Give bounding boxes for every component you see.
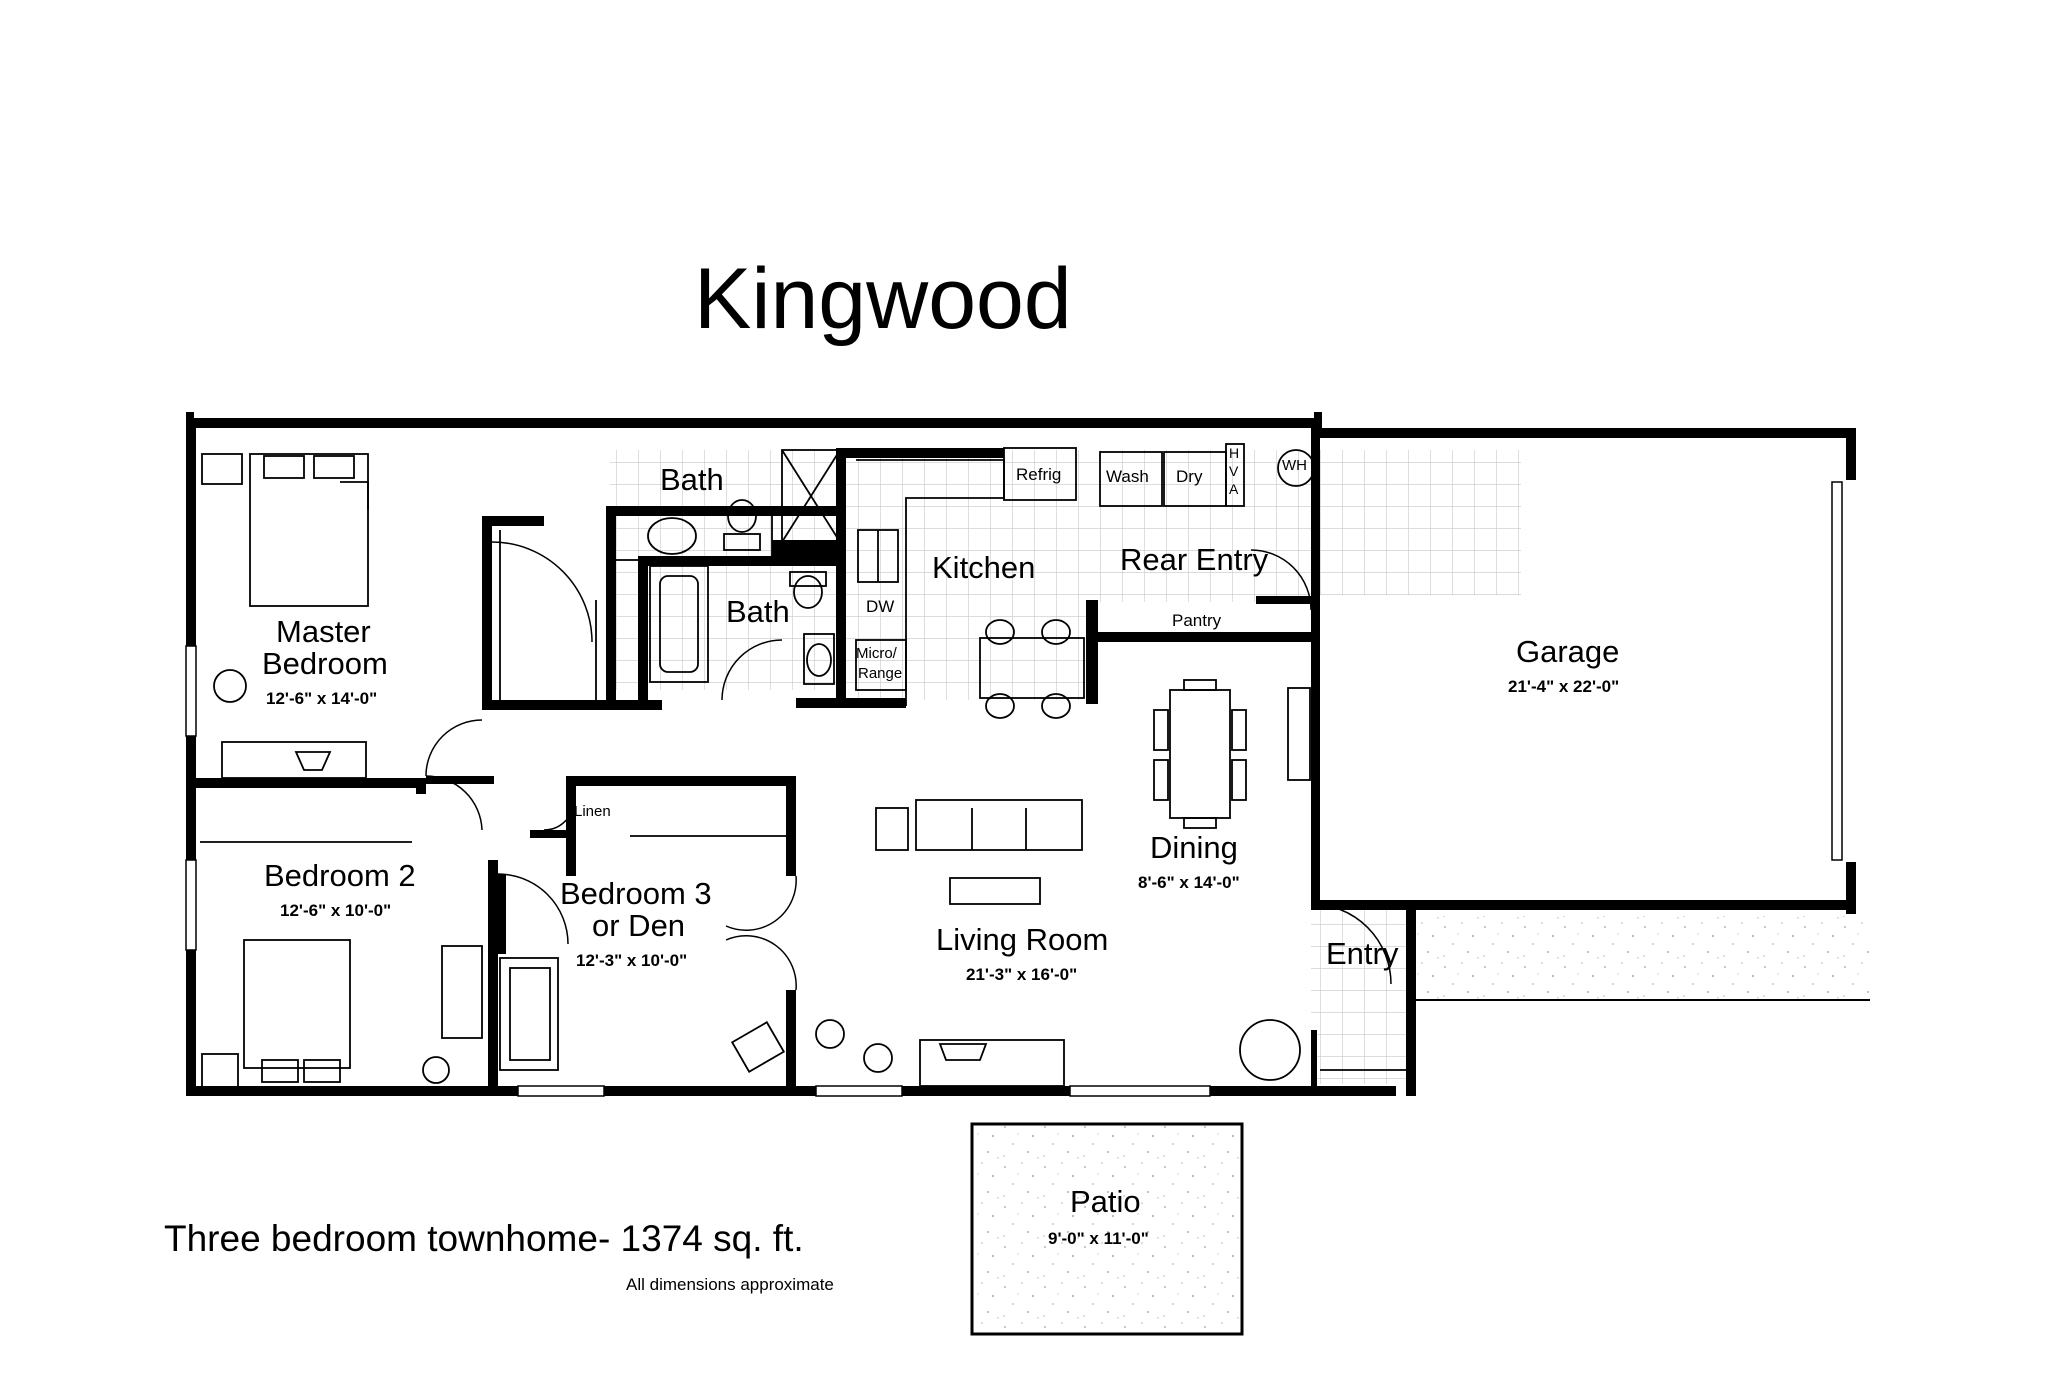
room-label-rear-entry: Rear Entry — [1120, 542, 1269, 577]
room-label-master-line2: Bedroom — [262, 646, 388, 681]
fixture-label-refrig: Refrig — [1016, 465, 1062, 484]
room-dim-dining: 8'-6" x 14'-0" — [1138, 873, 1240, 892]
fixture-label-dw: DW — [866, 597, 895, 616]
fixture-label-wash: Wash — [1106, 467, 1149, 486]
room-label-bedroom-2: Bedroom 2 — [264, 858, 416, 893]
fixtures — [200, 443, 1406, 1089]
summary-text: Three bedroom townhome- 1374 sq. ft. — [164, 1218, 804, 1259]
room-label-bedroom-3-line1: Bedroom 3 — [560, 876, 712, 911]
fixture-label-hvac-h: H — [1229, 445, 1240, 461]
room-label-kitchen: Kitchen — [932, 550, 1036, 585]
dimensions-note: All dimensions approximate — [626, 1275, 834, 1294]
walls — [186, 412, 1856, 1096]
room-dim-patio: 9'-0" x 11'-0" — [1048, 1229, 1149, 1248]
room-dim-living-room: 21'-3" x 16'-0" — [966, 965, 1078, 984]
room-label-bedroom-3-line2: or Den — [592, 908, 686, 943]
room-label-patio: Patio — [1070, 1184, 1141, 1219]
room-label-living-room: Living Room — [936, 922, 1109, 957]
concrete-surfaces — [970, 916, 1870, 1336]
plan-title: Kingwood — [694, 251, 1072, 347]
fixture-label-micro: Micro/ — [856, 645, 897, 662]
room-dim-bedroom-3: 12'-3" x 10'-0" — [576, 951, 688, 970]
room-label-garage: Garage — [1516, 634, 1620, 669]
fixture-label-hvac-a: A — [1229, 481, 1239, 497]
fixture-label-linen: Linen — [574, 803, 611, 820]
tile-floors — [610, 450, 1521, 1084]
room-label-master-line1: Master — [276, 614, 371, 649]
room-label-bath-upper: Bath — [660, 462, 724, 497]
room-label-pantry: Pantry — [1172, 611, 1222, 630]
room-label-entry: Entry — [1326, 936, 1399, 971]
door-swings — [425, 541, 1392, 991]
room-dim-garage: 21'-4" x 22'-0" — [1508, 677, 1620, 696]
fixture-label-wh: WH — [1282, 457, 1307, 474]
fixture-label-dry: Dry — [1176, 467, 1203, 486]
fixture-label-hvac-v: V — [1229, 463, 1239, 479]
room-label-bath-lower: Bath — [726, 594, 790, 629]
room-dim-bedroom-2: 12'-6" x 10'-0" — [280, 901, 392, 920]
fixture-label-range: Range — [858, 665, 903, 682]
room-dim-master: 12'-6" x 14'-0" — [266, 689, 378, 708]
room-label-dining: Dining — [1150, 830, 1238, 865]
windows — [185, 481, 1843, 1097]
